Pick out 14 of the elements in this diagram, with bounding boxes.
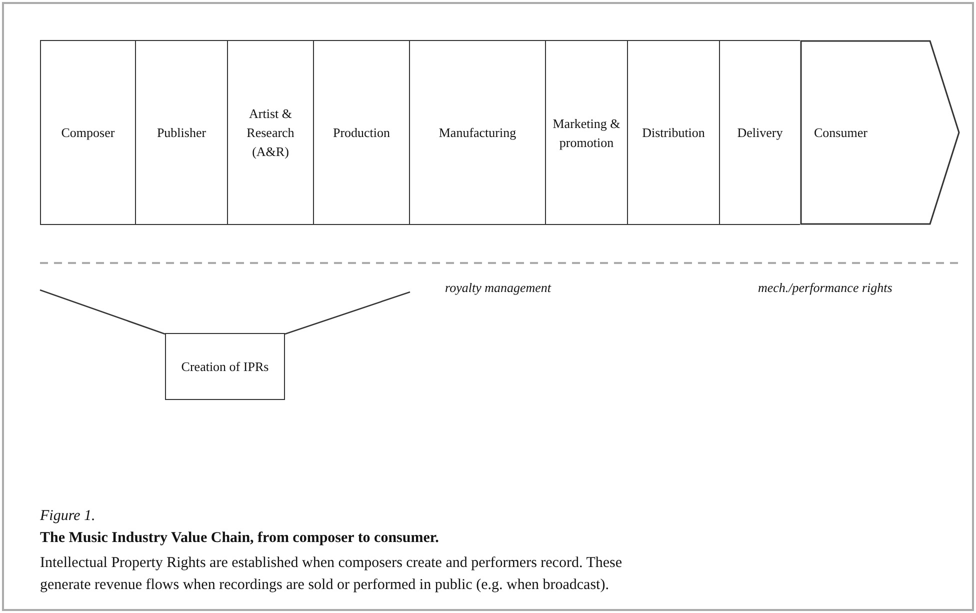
value-chain-segment: Publisher xyxy=(135,40,227,225)
value-chain-segment: Marketing & promotion xyxy=(545,40,627,225)
value-chain-segment: Composer xyxy=(40,40,135,225)
value-chain-segment: Artist & Research (A&R) xyxy=(227,40,313,225)
annotation-text: mech./performance rights xyxy=(758,280,892,296)
value-chain-segment: Manufacturing xyxy=(409,40,545,225)
value-chain-segment: Distribution xyxy=(627,40,719,225)
figure-caption: Intellectual Property Rights are established when composers create and performers record. These generate revenue flows when recordings are sold or performed in public (e.g. when broadcast). xyxy=(40,554,624,595)
process-box: Creation of IPRs xyxy=(165,333,285,400)
figure-title: The Music Industry Value Chain, from composer to consumer. xyxy=(40,530,439,547)
value-chain-segment: Production xyxy=(313,40,409,225)
value-chain-arrow-segment: Consumer xyxy=(800,40,960,225)
figure-number: Figure 1. xyxy=(40,508,96,525)
annotation-text: royalty management xyxy=(445,280,552,296)
